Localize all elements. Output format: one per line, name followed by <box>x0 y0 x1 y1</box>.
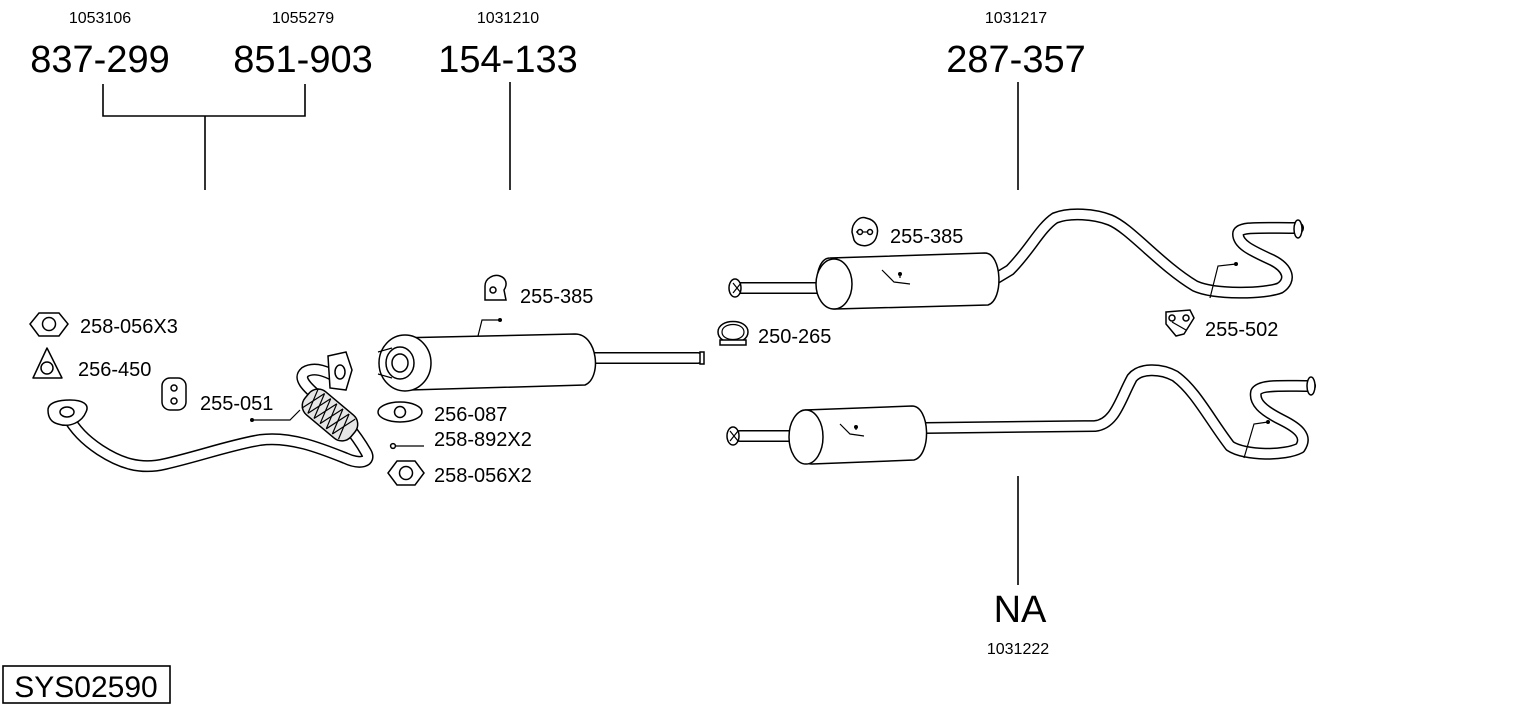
label-258-892x2[interactable]: 258-892X2 <box>434 429 532 451</box>
sub-number-851: 1055279 <box>272 10 334 27</box>
leader-lines <box>102 82 1019 585</box>
system-code-badge: SYS02590 <box>2 665 171 704</box>
label-258-056x3[interactable]: 258-056X3 <box>80 316 178 338</box>
gasket-icon <box>32 347 63 379</box>
part-number-851[interactable]: 851-903 <box>233 39 372 81</box>
rubber-hanger-icon <box>484 274 507 301</box>
front-pipe-837-299[interactable] <box>47 351 374 473</box>
label-250-265[interactable]: 250-265 <box>758 326 831 348</box>
hex-nut-icon <box>29 312 69 337</box>
sub-number-287: 1031217 <box>985 10 1047 27</box>
label-258-056x2[interactable]: 258-056X2 <box>434 465 532 487</box>
part-number-837[interactable]: 837-299 <box>30 39 169 81</box>
label-255-051[interactable]: 255-051 <box>200 393 273 415</box>
part-number-154[interactable]: 154-133 <box>438 39 577 81</box>
clamp-icon <box>717 320 749 346</box>
sub-number-na: 1031222 <box>987 641 1049 658</box>
rear-silencer-287-357[interactable] <box>728 208 1304 310</box>
gasket-icon <box>377 401 423 423</box>
label-256-087[interactable]: 256-087 <box>434 404 507 426</box>
rubber-hanger-icon <box>161 377 187 411</box>
middle-silencer-154-133[interactable] <box>377 318 705 392</box>
sub-number-154: 1031210 <box>477 10 539 27</box>
system-code: SYS02590 <box>14 671 157 704</box>
bracket-icon <box>1165 309 1195 337</box>
rear-silencer-na[interactable] <box>726 364 1316 465</box>
label-256-450[interactable]: 256-450 <box>78 359 151 381</box>
label-255-502[interactable]: 255-502 <box>1205 319 1278 341</box>
rubber-hanger-icon <box>851 216 879 247</box>
part-number-287[interactable]: 287-357 <box>946 39 1085 81</box>
part-number-na[interactable]: NA <box>994 589 1047 631</box>
bolt-icon <box>389 442 424 450</box>
sub-number-837: 1053106 <box>69 10 131 27</box>
label-255-385-mid[interactable]: 255-385 <box>520 286 593 308</box>
label-255-385-rear[interactable]: 255-385 <box>890 226 963 248</box>
hex-nut-icon <box>387 460 425 486</box>
